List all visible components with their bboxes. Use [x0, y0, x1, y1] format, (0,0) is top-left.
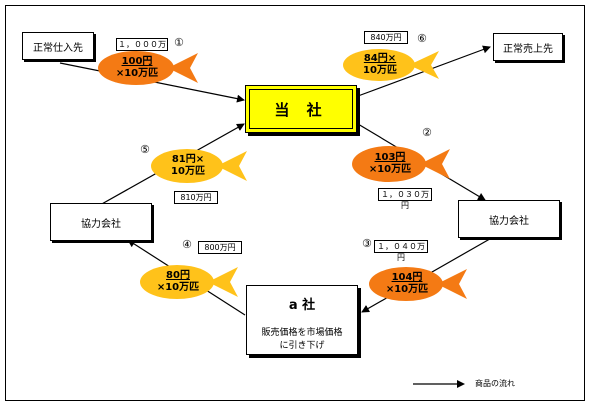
fish-price-1-price: 100円 — [121, 56, 153, 67]
a-company-desc-line2: に引き下げ — [279, 341, 325, 351]
step-number-3: ③ — [362, 237, 372, 250]
our-company-label: 当 社 — [274, 100, 328, 119]
legend-label: 商品の流れ — [475, 379, 515, 388]
fish-price-4-price: 80円 — [166, 270, 190, 281]
a-company-box: a 社 販売価格を市場価格 に引き下げ — [246, 285, 358, 355]
regular-customer-box: 正常売上先 — [493, 33, 563, 61]
a-company-title: a 社 — [288, 298, 316, 313]
fish-price-2-qty: ×10万匹 — [368, 164, 412, 175]
amount-label-5: 810万円 — [174, 191, 218, 204]
partner-right-label: 協力会社 — [489, 215, 529, 227]
step-number-2: ② — [422, 126, 432, 139]
partner-right-box: 協力会社 — [458, 200, 560, 238]
fish-price-2-price: 103円 — [374, 152, 406, 163]
fish-price-1-qty: ×10万匹 — [115, 68, 159, 79]
regular-supplier-label: 正常仕入先 — [33, 42, 83, 54]
fish-price-6-qty: 10万匹 — [363, 65, 397, 76]
fish-price-3-price: 104円 — [391, 272, 423, 283]
regular-supplier-box: 正常仕入先 — [22, 32, 94, 60]
legend: 商品の流れ — [413, 378, 515, 389]
step-number-5: ⑤ — [140, 143, 150, 156]
amount-label-4: 800万円 — [198, 241, 242, 254]
amount-label-6: 840万円 — [364, 31, 408, 44]
diagram-frame — [5, 5, 585, 401]
step-number-6: ⑥ — [417, 32, 427, 45]
a-company-desc-line1: 販売価格を市場価格 — [261, 328, 343, 338]
fish-price-3-qty: ×10万匹 — [385, 284, 429, 295]
legend-arrow-icon — [413, 379, 465, 388]
fish-price-4-qty: ×10万匹 — [156, 282, 200, 293]
partner-left-box: 協力会社 — [50, 203, 152, 241]
partner-left-label: 協力会社 — [81, 218, 121, 230]
fish-price-6-price: 84円× — [363, 53, 397, 64]
fish-price-5-qty: 10万匹 — [171, 166, 205, 177]
amount-label-3: １，０４０万円 — [374, 240, 428, 262]
fish-price-5-price: 81円× — [171, 154, 205, 165]
amount-label-2: １，０３０万円 — [378, 188, 432, 210]
our-company-box: 当 社 — [245, 85, 357, 133]
regular-customer-label: 正常売上先 — [503, 43, 553, 55]
step-number-4: ④ — [182, 238, 192, 251]
step-number-1: ① — [174, 36, 184, 49]
